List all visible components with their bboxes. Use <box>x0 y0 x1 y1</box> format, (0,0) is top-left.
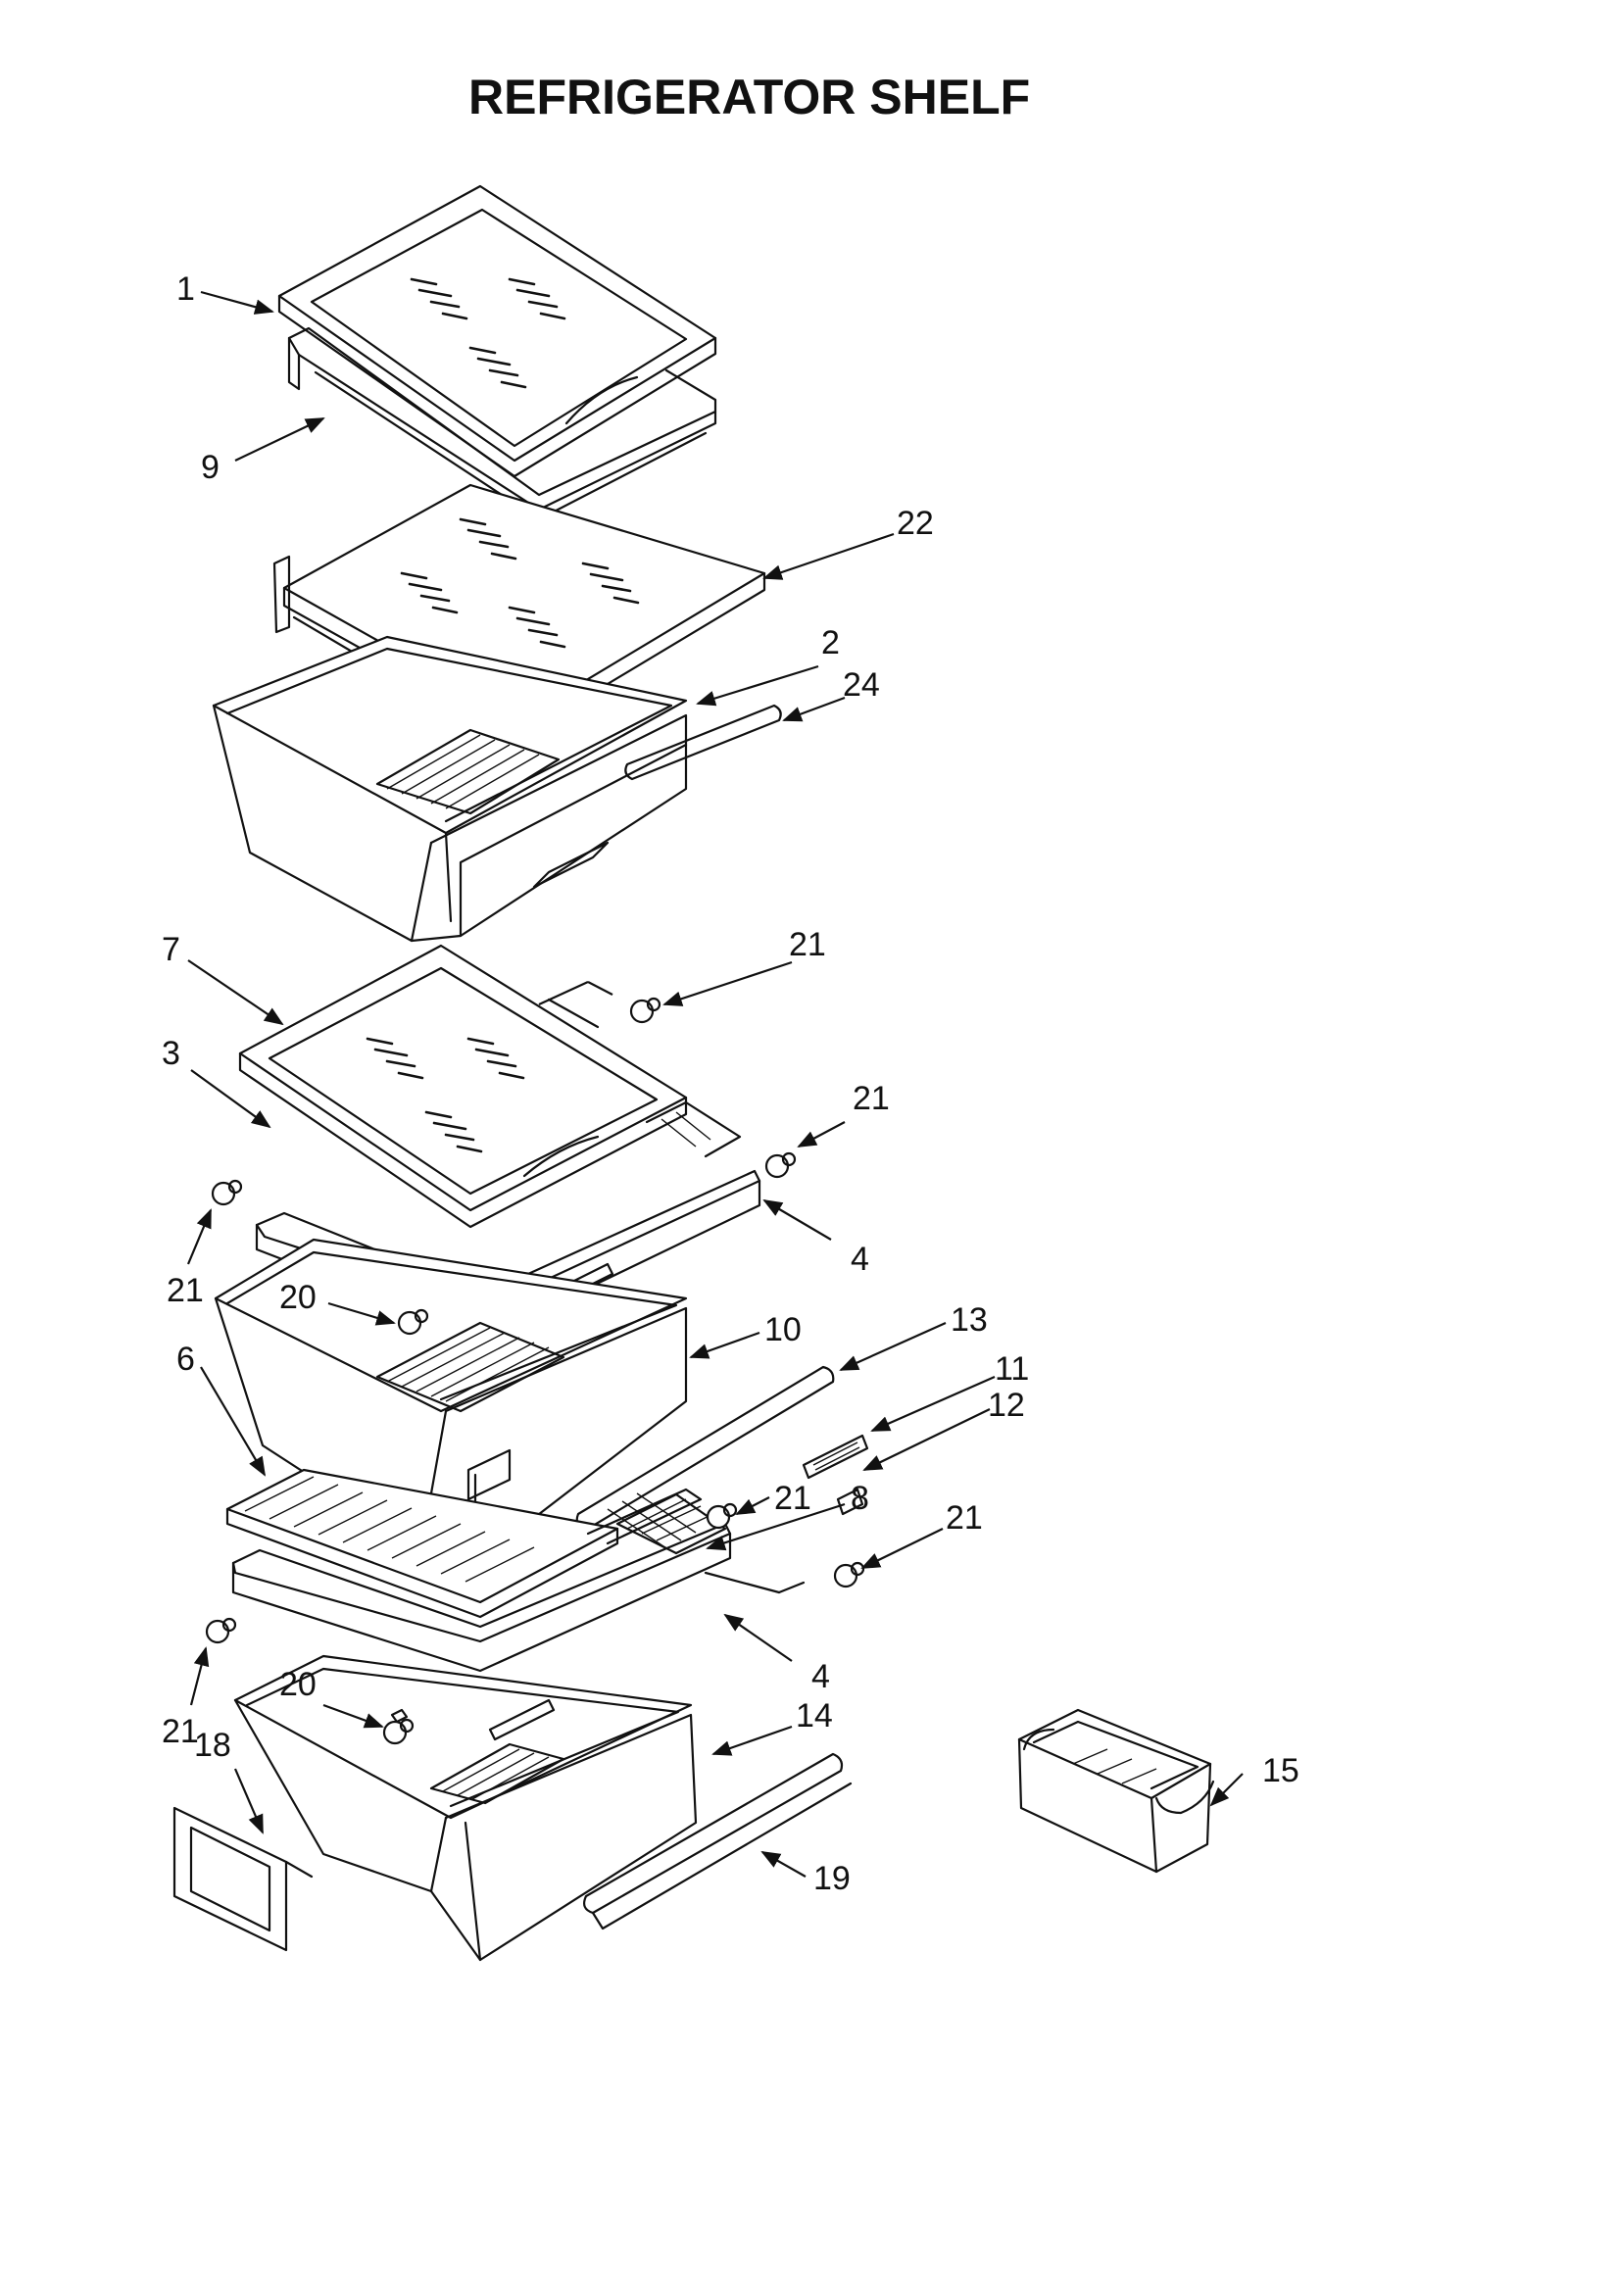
glass-hatch <box>366 1037 525 1153</box>
callout-13: 13 <box>951 1301 988 1339</box>
callout-21-d: 21 <box>774 1480 811 1517</box>
fastener-21-a <box>629 997 661 1024</box>
callout-20-b: 20 <box>279 1666 317 1703</box>
part-24-trim-strip <box>624 704 782 781</box>
part-11-clip <box>802 1434 869 1480</box>
callout-14: 14 <box>796 1697 833 1734</box>
callout-1: 1 <box>176 270 195 308</box>
callout-21-c: 21 <box>167 1272 204 1309</box>
callout-21-f: 21 <box>162 1713 199 1750</box>
fastener-21-e <box>833 1561 865 1588</box>
callout-24: 24 <box>843 666 880 704</box>
leader-lines <box>186 290 1244 1878</box>
callout-labels: 1 9 22 2 24 7 21 3 21 21 4 20 10 13 6 11… <box>162 270 1299 1897</box>
callout-10: 10 <box>764 1311 802 1348</box>
callout-4-b: 4 <box>811 1658 830 1695</box>
callout-22: 22 <box>897 505 934 542</box>
callout-21-e: 21 <box>946 1499 983 1537</box>
glass-hatch <box>410 277 566 389</box>
fastener-20-a <box>397 1308 429 1336</box>
fastener-20-b <box>382 1718 415 1745</box>
part-15-bin <box>1017 1708 1215 1874</box>
callout-2: 2 <box>821 624 840 661</box>
part-12-clip <box>836 1488 864 1516</box>
fastener-21-b <box>764 1151 797 1179</box>
callout-6: 6 <box>176 1341 195 1378</box>
callout-18: 18 <box>194 1727 231 1764</box>
part-10-crisper-drawer <box>214 1238 688 1565</box>
shelf-grille <box>244 1476 535 1583</box>
drawer-grille <box>375 728 561 815</box>
callout-19: 19 <box>813 1860 851 1897</box>
callout-4-a: 4 <box>851 1241 869 1278</box>
part-2-crisper-drawer <box>212 635 688 943</box>
drawer-grille <box>429 1742 565 1805</box>
callout-12: 12 <box>988 1387 1025 1424</box>
fastener-21-c <box>211 1179 243 1206</box>
callout-3: 3 <box>162 1035 180 1072</box>
part-8-rail <box>615 1492 806 1594</box>
diagram-title: REFRIGERATOR SHELF <box>468 70 1030 124</box>
callout-15: 15 <box>1262 1752 1299 1789</box>
callout-8: 8 <box>851 1480 869 1517</box>
drawer-grille <box>375 1321 565 1413</box>
part-6-grille-shelf <box>225 1468 732 1673</box>
part-1-glass-shelf <box>277 184 717 478</box>
callout-21-a: 21 <box>789 926 826 963</box>
part-19-trim-strip <box>583 1752 853 1930</box>
part-7-glass-shelf <box>238 944 688 1229</box>
fastener-21-f <box>205 1617 237 1644</box>
part-14-crisper-drawer <box>233 1654 698 1962</box>
callout-20-a: 20 <box>279 1279 317 1316</box>
callout-9: 9 <box>201 449 220 486</box>
glass-hatch <box>400 517 640 649</box>
callout-21-b: 21 <box>853 1080 890 1117</box>
fastener-21-d <box>706 1502 738 1530</box>
part-18-label-card <box>172 1806 314 1952</box>
callout-7: 7 <box>162 931 180 968</box>
callout-11: 11 <box>995 1350 1029 1388</box>
